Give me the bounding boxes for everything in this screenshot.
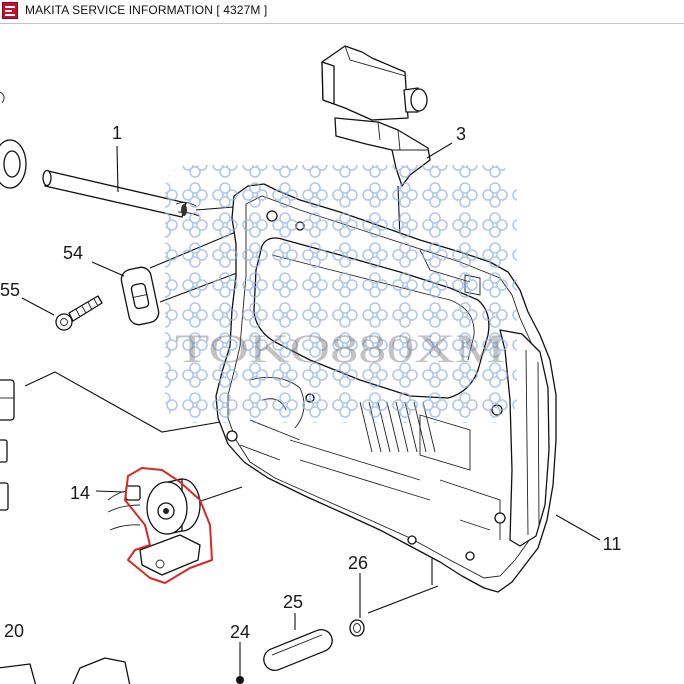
part-11-inner-lines <box>239 419 431 501</box>
leader-55 <box>21 297 55 316</box>
part-55-screw-thread <box>75 298 99 318</box>
part-3-knob <box>410 88 428 112</box>
part-55 <box>55 295 103 331</box>
part-1-rod-cap <box>42 169 52 187</box>
callout-20[interactable]: 20 <box>4 621 24 641</box>
partial-part-block <box>0 379 15 421</box>
part-54 <box>120 266 160 326</box>
part-11-side-panel-lines <box>525 349 540 536</box>
part-3 <box>321 45 431 187</box>
callout-55[interactable]: 55 <box>0 280 20 300</box>
partial-part-mark <box>0 91 5 104</box>
leader-14 <box>95 490 125 493</box>
screw-boss <box>465 551 475 561</box>
leader-1 <box>116 145 119 193</box>
part-1-rod-body <box>44 170 187 218</box>
leader-11 <box>555 514 601 541</box>
part-26-oring <box>349 619 365 637</box>
washer-part <box>0 139 27 189</box>
connection-line <box>367 585 439 614</box>
part-14-bracket-hole <box>155 559 165 569</box>
part-25-bar-edge <box>271 634 323 656</box>
part-11-lower-lines <box>439 479 501 540</box>
part-11 <box>215 183 557 593</box>
screw-boss <box>407 535 417 545</box>
part-3-lever-edges <box>377 121 428 151</box>
part-14-wire <box>107 504 141 513</box>
part-20 <box>0 663 37 684</box>
connection-line <box>197 486 243 503</box>
screw-boss <box>266 210 278 222</box>
part-14-connector <box>125 485 141 501</box>
part-55-screw-head <box>55 313 73 331</box>
callout-labels: 1 3 54 55 14 11 26 25 24 20 <box>0 123 621 642</box>
part-14-wire <box>109 524 141 531</box>
screw-boss <box>305 393 315 403</box>
callout-leaders <box>21 142 601 676</box>
part-14-highlight-outline <box>124 467 213 584</box>
part-1 <box>42 169 200 218</box>
screw-boss <box>491 404 503 416</box>
callout-25[interactable]: 25 <box>283 592 303 612</box>
part-55-screw-socket <box>60 318 68 326</box>
part-3-edge <box>344 45 407 77</box>
logo-stroke <box>5 6 15 8</box>
leader-3 <box>426 142 453 159</box>
leader-54 <box>91 261 125 277</box>
callout-11[interactable]: 11 <box>603 534 622 554</box>
logo-stroke <box>5 10 12 12</box>
callout-54[interactable]: 54 <box>63 243 83 263</box>
makita-logo-icon <box>2 2 18 19</box>
part-24 <box>236 676 244 684</box>
connection-line <box>24 371 233 433</box>
callout-3[interactable]: 3 <box>456 124 466 144</box>
part-1-rod-end <box>181 204 187 216</box>
washer-hole <box>3 150 21 178</box>
partial-part-block <box>0 482 9 511</box>
part-25 <box>263 628 333 672</box>
partial-part-bottom <box>72 657 131 684</box>
window-title: MAKITA SERVICE INFORMATION [ 4327M ] <box>25 3 268 17</box>
part-26 <box>349 619 365 637</box>
callout-26[interactable]: 26 <box>348 553 368 573</box>
screw-boss <box>494 512 506 524</box>
part-14-bracket <box>139 534 201 576</box>
part-26-oring-hole <box>353 623 361 633</box>
part-54-clip-line <box>133 294 147 298</box>
part-3-lever <box>334 117 431 187</box>
left-partial-parts <box>0 379 15 511</box>
part-14-center-dot <box>163 508 169 514</box>
part-11-pocket <box>419 414 471 471</box>
screw-boss <box>295 221 305 231</box>
logo-stroke <box>5 14 15 16</box>
callout-1[interactable]: 1 <box>112 123 122 143</box>
partial-part-block <box>0 439 8 463</box>
part-3-switch-body <box>321 45 409 121</box>
part-14 <box>107 467 213 584</box>
callout-14[interactable]: 14 <box>70 483 90 503</box>
title-bar: MAKITA SERVICE INFORMATION [ 4327M ] <box>0 0 684 24</box>
part-3-tab <box>321 61 335 105</box>
part-55-screw-shaft <box>68 295 103 322</box>
screw-boss <box>226 430 238 442</box>
callout-24[interactable]: 24 <box>230 622 250 642</box>
part-25-bar <box>263 628 333 672</box>
